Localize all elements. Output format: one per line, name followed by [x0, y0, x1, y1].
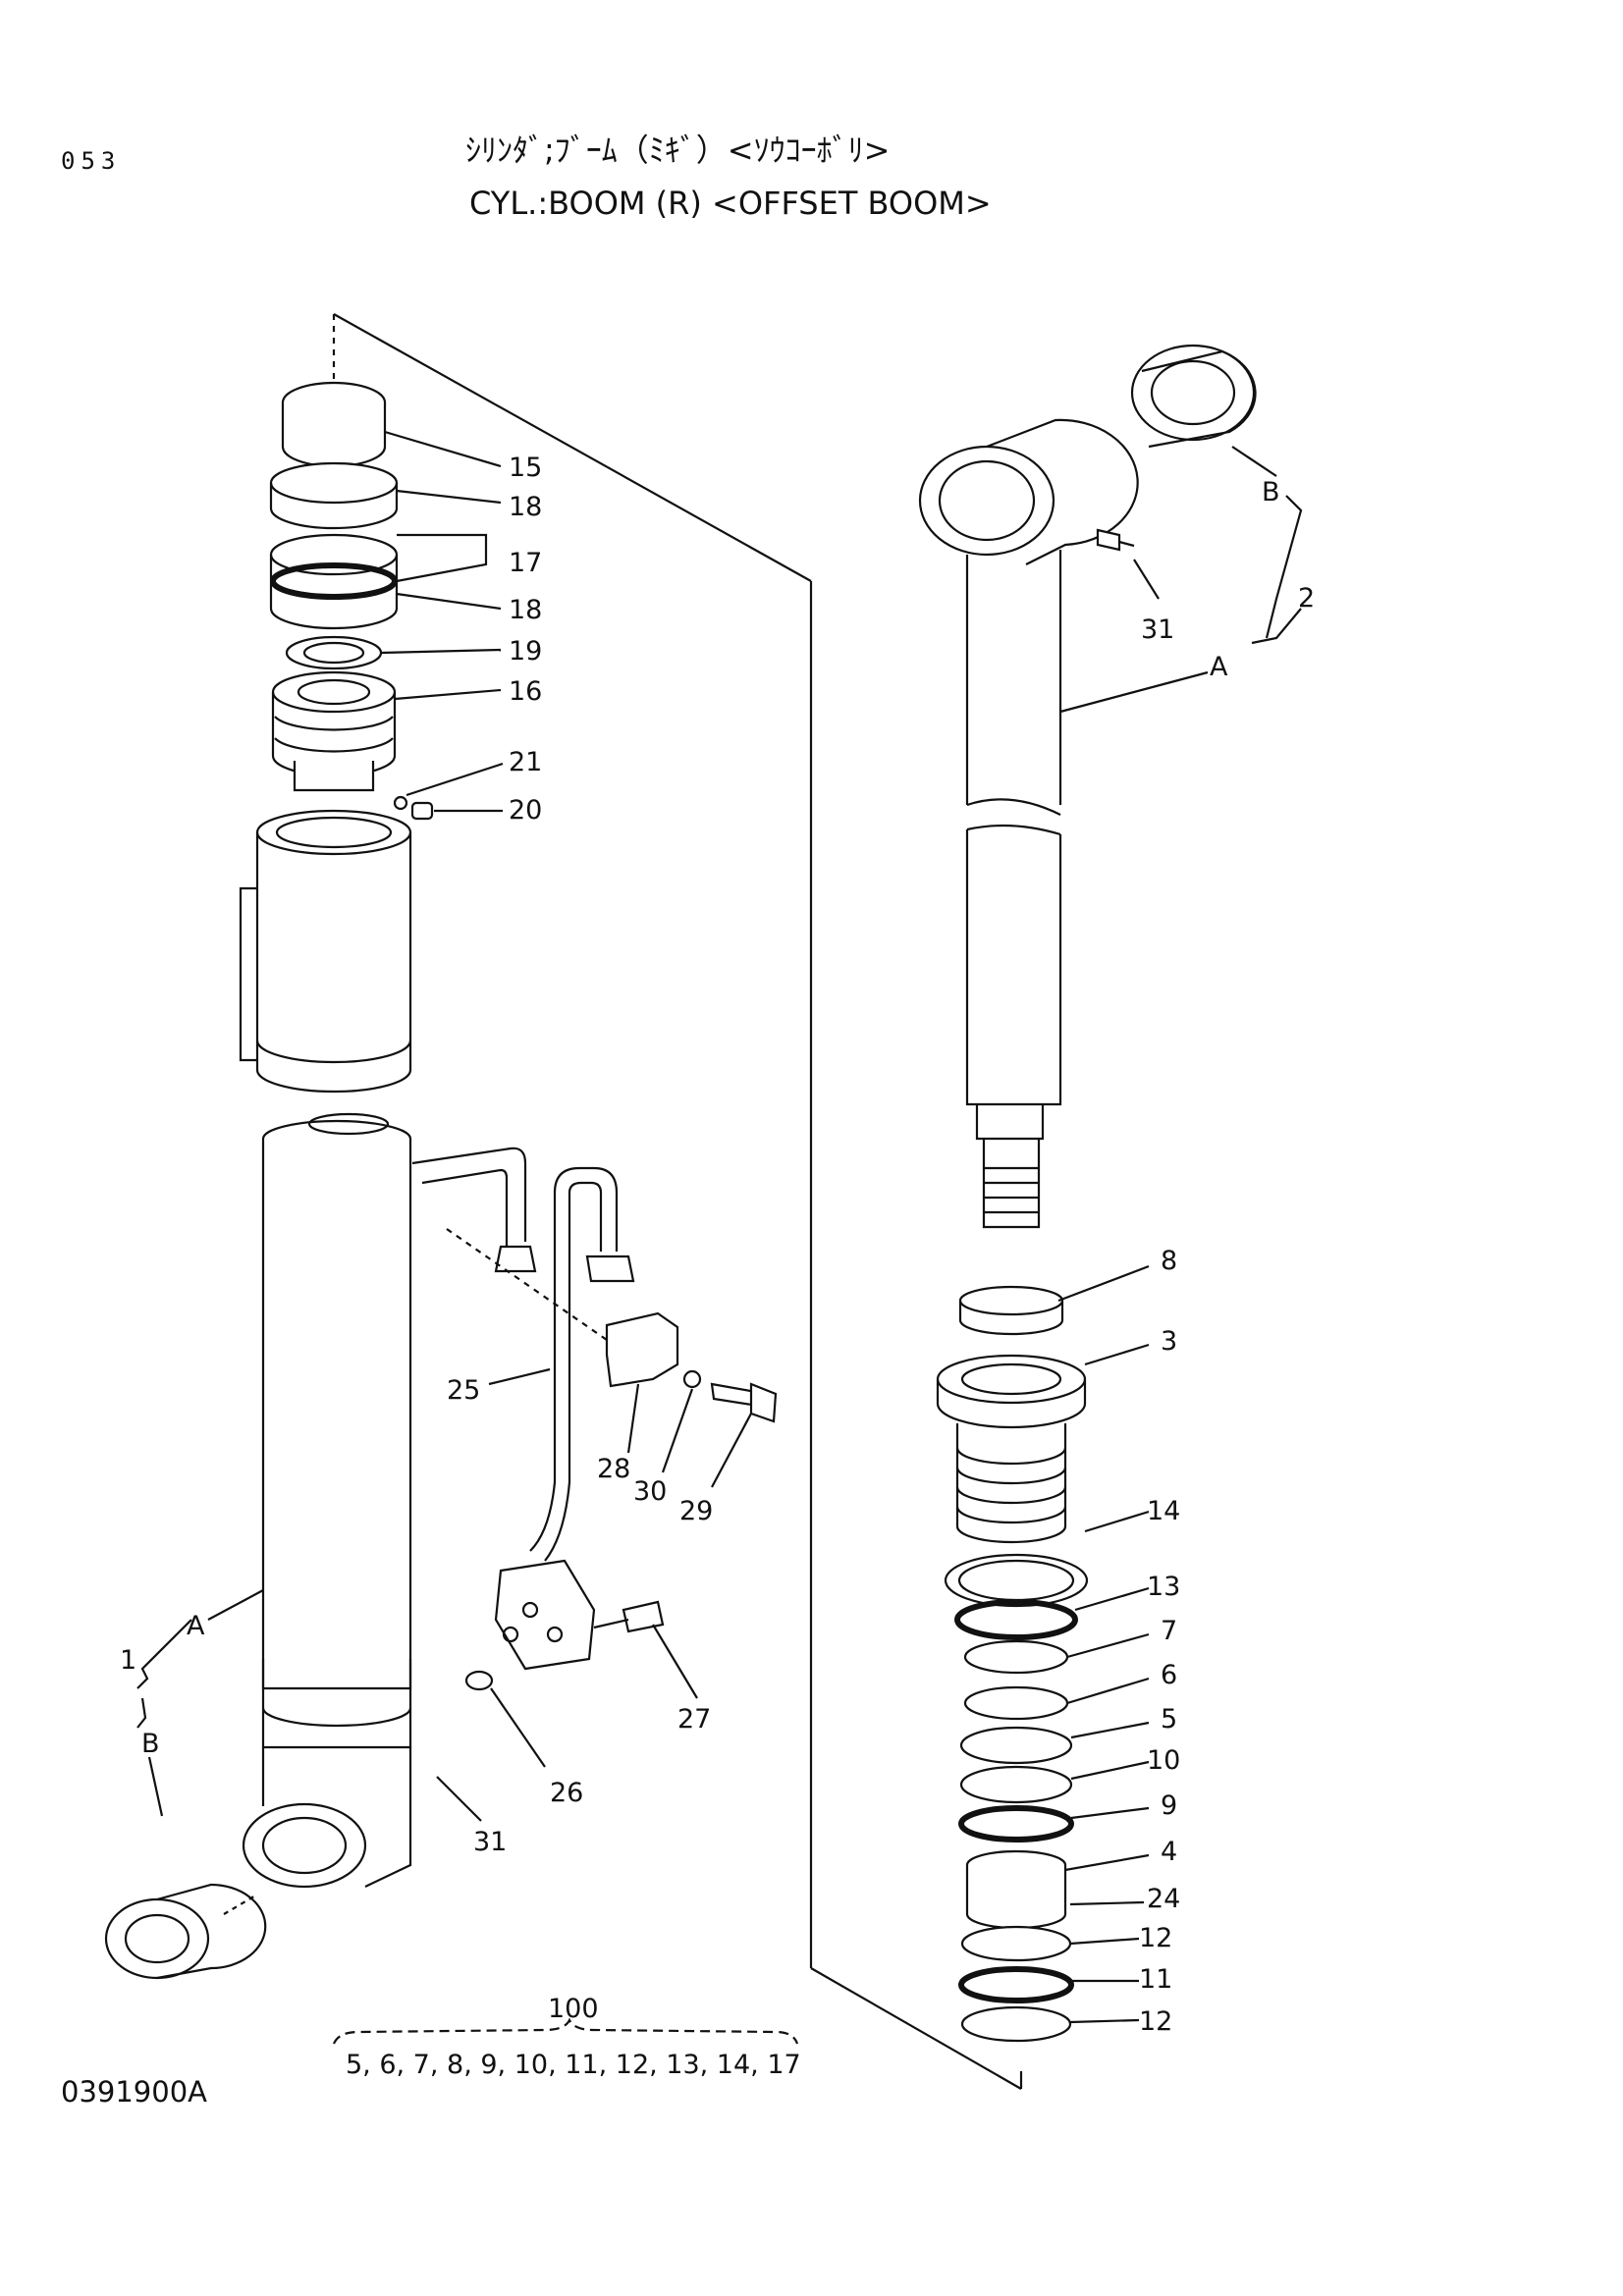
callout-5: 5	[1161, 1704, 1177, 1735]
title-english: CYL.:BOOM (R) <OFFSET BOOM>	[469, 185, 992, 222]
callout-18-upper: 18	[509, 492, 542, 522]
callout-19: 19	[509, 636, 542, 667]
callout-9: 9	[1161, 1790, 1177, 1821]
callout-12-lower: 12	[1139, 2006, 1172, 2037]
piston-rod	[918, 344, 1257, 1229]
callout-31-left: 31	[473, 1827, 507, 1857]
callout-26: 26	[550, 1778, 583, 1808]
callout-17: 17	[509, 548, 542, 578]
callout-11: 11	[1139, 1964, 1172, 1995]
callout-15: 15	[509, 453, 542, 483]
callout-20: 20	[509, 795, 542, 826]
callout-13: 13	[1147, 1572, 1180, 1602]
drawing-number: 0391900A	[61, 2075, 207, 2109]
callout-7: 7	[1161, 1616, 1177, 1646]
clamp-assembly	[446, 1228, 778, 1423]
callout-28: 28	[597, 1454, 630, 1484]
callout-6: 6	[1161, 1660, 1177, 1690]
kit-number: 100	[548, 1994, 599, 2024]
callout-12-upper: 12	[1139, 1923, 1172, 1953]
cylinder-tube	[104, 809, 412, 1980]
kit-contents: 5, 6, 7, 8, 9, 10, 11, 12, 13, 14, 17	[346, 2050, 801, 2080]
callout-31-right: 31	[1141, 614, 1174, 645]
callout-16: 16	[509, 676, 542, 707]
callout-4: 4	[1161, 1837, 1177, 1867]
callout-1: 1	[120, 1645, 136, 1676]
callout-2-a: A	[1210, 652, 1228, 682]
callouts: 15 18 17 18 19 16 21 20 25 28 30 29 27 2…	[120, 453, 1315, 2080]
cylinder-head-stack	[269, 381, 434, 821]
callout-25: 25	[447, 1375, 480, 1406]
callout-27: 27	[677, 1704, 711, 1735]
callout-1-b: B	[141, 1729, 160, 1759]
callout-24: 24	[1147, 1884, 1180, 1914]
callout-8: 8	[1161, 1246, 1177, 1276]
title-japanese: ｼﾘﾝﾀﾞ;ﾌﾞｰﾑ（ﾐｷﾞ）<ｿｳｺｰﾎﾞﾘ>	[465, 132, 891, 169]
callout-2-b: B	[1262, 477, 1280, 507]
leader-lines	[136, 430, 1303, 2045]
hydraulic-pipe	[411, 1147, 665, 1691]
callout-29: 29	[679, 1496, 713, 1526]
guide-lines	[332, 313, 1023, 2090]
callout-18-lower: 18	[509, 595, 542, 625]
callout-2: 2	[1298, 583, 1315, 614]
callout-10: 10	[1147, 1745, 1180, 1776]
callout-21: 21	[509, 747, 542, 777]
callout-14: 14	[1147, 1496, 1180, 1526]
piston-stack	[936, 1285, 1089, 2043]
page-number: 053	[61, 147, 122, 175]
callout-30: 30	[633, 1476, 667, 1507]
callout-1-a: A	[187, 1611, 205, 1641]
callout-3: 3	[1161, 1326, 1177, 1357]
